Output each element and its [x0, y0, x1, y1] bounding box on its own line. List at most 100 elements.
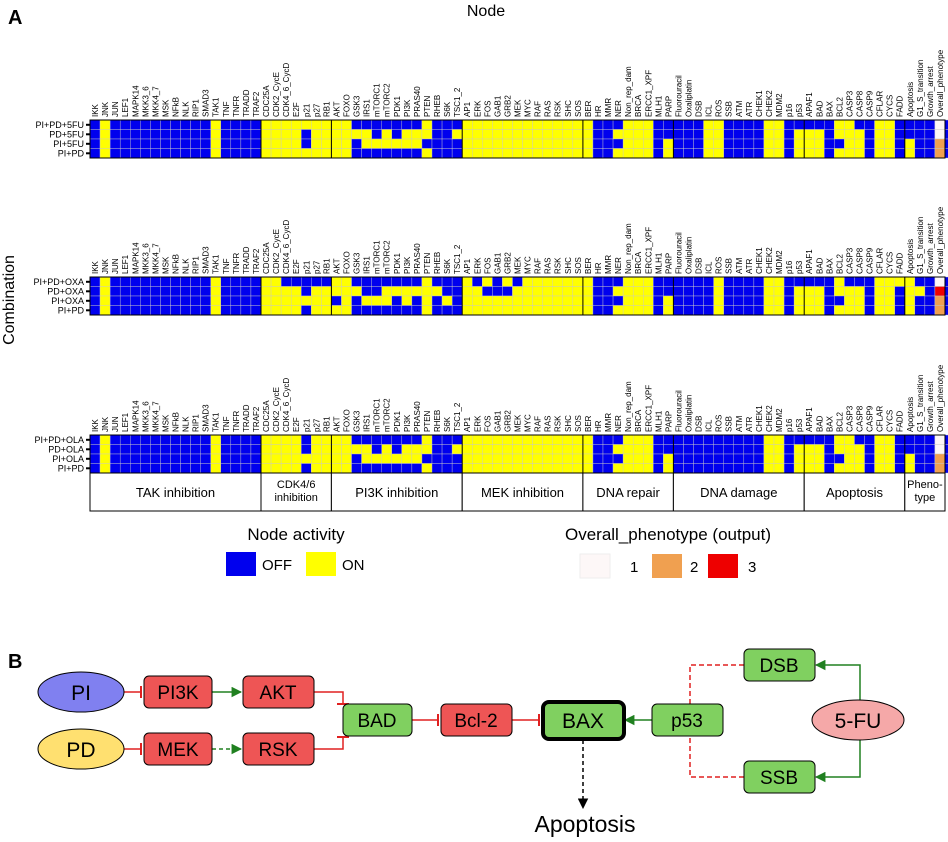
heatmap-cell [934, 305, 946, 316]
column-label: S6K [443, 101, 452, 117]
column-label: NLK [182, 258, 191, 274]
heatmap-cell [431, 305, 443, 316]
heatmap-cell [783, 119, 795, 130]
heatmap-cell [743, 305, 755, 316]
column-label: JNK [101, 101, 110, 117]
heatmap-cell [612, 286, 624, 297]
row-label: PI+5FU [53, 139, 84, 149]
column-label: mTORC1 [373, 240, 382, 274]
heatmap-cell [461, 463, 473, 474]
heatmap-cell [200, 295, 211, 306]
heatmap-cell [552, 295, 563, 306]
heatmap-cell [109, 286, 121, 297]
heatmap-cell [803, 119, 815, 130]
heatmap-cell [592, 148, 604, 159]
column-label: MDM2 [775, 93, 784, 117]
heatmap-cell [280, 286, 292, 297]
heatmap-cell [532, 129, 543, 140]
heatmap-cell [341, 434, 352, 445]
column-label: ATM [735, 415, 744, 432]
heatmap-cell [341, 138, 352, 149]
heatmap-cell [643, 148, 654, 159]
heatmap-cell [814, 434, 825, 445]
heatmap-cell [783, 444, 795, 455]
heatmap-cell [331, 119, 342, 130]
column-label: BRCA [634, 251, 643, 274]
heatmap-cell [572, 444, 584, 455]
heatmap-cell [632, 305, 644, 316]
column-label: Oxaliplatin [685, 395, 694, 432]
column-label: SSB [725, 258, 734, 274]
heatmap-cell [361, 138, 372, 149]
column-label: SMAD3 [202, 89, 211, 117]
heatmap-cell [824, 119, 835, 130]
edge-fu-dsb [814, 659, 861, 703]
heatmap-cell [160, 295, 171, 306]
heatmap-cell [351, 119, 362, 130]
heatmap-cell [512, 148, 523, 159]
column-label: AKT [332, 101, 341, 117]
heatmap-cell [301, 453, 312, 464]
heatmap-cell [602, 444, 614, 455]
heatmap-cell [180, 119, 191, 130]
heatmap-cell [240, 276, 252, 287]
heatmap-cell [341, 119, 352, 130]
heatmap-cell [834, 286, 845, 297]
heatmap-cell [894, 305, 905, 316]
heatmap-cell [733, 444, 745, 455]
heatmap-cell [572, 129, 584, 140]
column-label: AP1 [463, 101, 472, 117]
column-label: CHEK1 [755, 405, 764, 432]
heatmap-cell [441, 463, 453, 474]
heatmap-cell [552, 463, 563, 474]
heatmap-cell [461, 444, 473, 455]
column-label: RSK [554, 257, 563, 274]
column-label: APAF1 [805, 92, 814, 117]
heatmap-cell [854, 305, 865, 316]
heatmap-cell [783, 305, 795, 316]
heatmap-cell [230, 276, 242, 287]
heatmap-cell [753, 286, 765, 297]
heatmap-cell [924, 119, 936, 130]
column-label: TSC1_2 [453, 87, 462, 117]
heatmap-cell [250, 129, 262, 140]
heatmap-cell [612, 444, 624, 455]
column-label: HR [594, 420, 603, 432]
heatmap-cell [683, 295, 694, 306]
heatmap-cell [290, 305, 302, 316]
heatmap-cell [683, 434, 694, 445]
heatmap-cell [854, 148, 865, 159]
column-label: CASP3 [845, 405, 854, 432]
heatmap-cell [572, 463, 584, 474]
heatmap-cell [924, 129, 936, 140]
column-label: ICL [705, 419, 714, 432]
heatmap-cell [653, 276, 664, 287]
heatmap-cell [803, 129, 815, 140]
column-label: GAB1 [493, 95, 502, 117]
column-label: MAPK14 [131, 85, 140, 117]
node-akt-label: AKT [260, 683, 297, 704]
column-label: BCL2 [835, 411, 844, 432]
heatmap-cell [341, 463, 352, 474]
group-box [582, 472, 674, 512]
column-label: MSK [161, 99, 170, 117]
heatmap-cell [683, 463, 694, 474]
heatmap-cell [793, 119, 805, 130]
heatmap-cell [472, 444, 483, 455]
heatmap-cell [210, 129, 221, 140]
heatmap-cell [99, 138, 111, 149]
heatmap-cell [150, 295, 161, 306]
heatmap-cell [472, 295, 483, 306]
heatmap-cell [492, 305, 503, 316]
heatmap-cell [703, 129, 714, 140]
heatmap-cell [371, 295, 382, 306]
heatmap-cell [773, 138, 785, 149]
heatmap-cell [290, 148, 302, 159]
heatmap-cell [260, 119, 272, 130]
heatmap-cell [854, 444, 865, 455]
heatmap-cell [130, 444, 141, 455]
heatmap-cell [441, 119, 453, 130]
column-label: Apoptosis [906, 397, 915, 432]
heatmap-cell [632, 453, 644, 464]
